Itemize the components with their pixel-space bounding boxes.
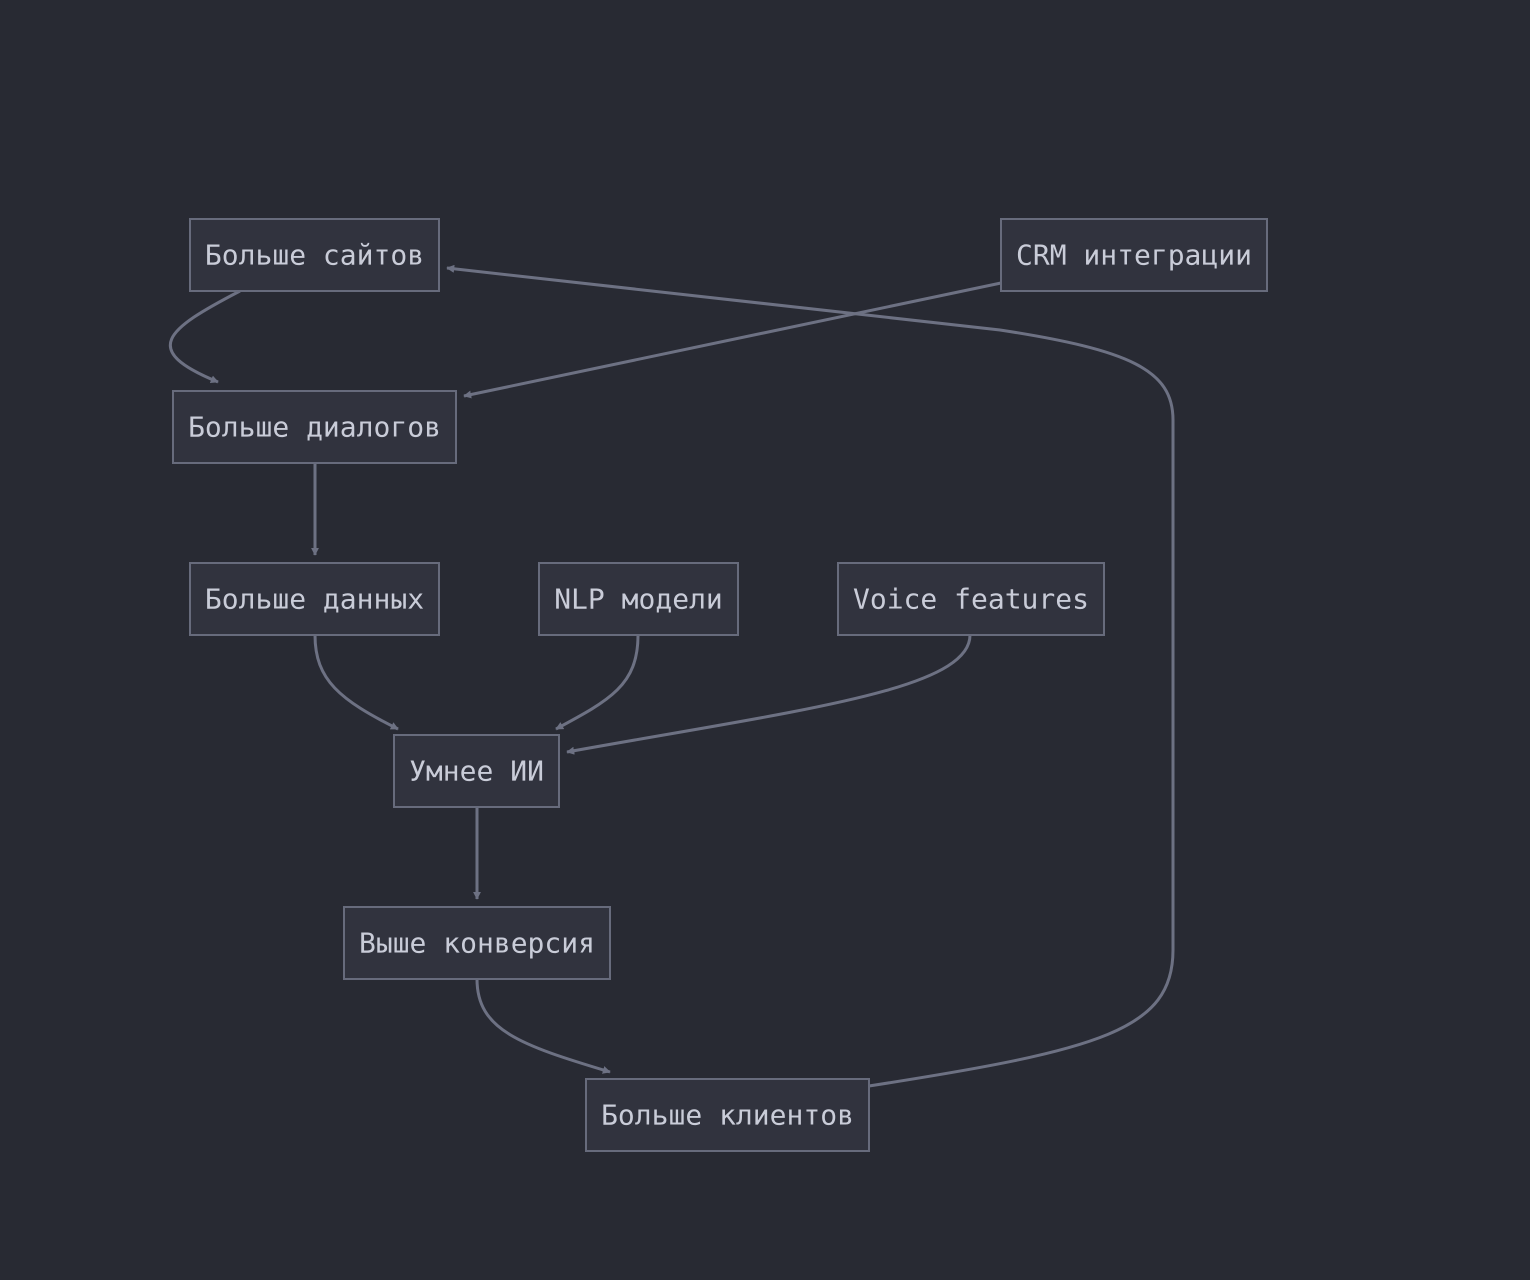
edge-crm-to-dialogs bbox=[463, 281, 1002, 399]
node-dialogs: Больше диалогов bbox=[172, 390, 457, 464]
node-clients: Больше клиентов bbox=[585, 1078, 870, 1152]
node-data-label: Больше данных bbox=[205, 583, 424, 616]
node-conversion-label: Выше конверсия bbox=[359, 927, 595, 960]
node-nlp-label: NLP модели bbox=[554, 583, 723, 616]
node-data: Больше данных bbox=[189, 562, 440, 636]
node-voice: Voice features bbox=[837, 562, 1105, 636]
edge-data-to-ai bbox=[313, 634, 399, 731]
node-crm-label: CRM интеграции bbox=[1016, 239, 1252, 272]
node-sites-label: Больше сайтов bbox=[205, 239, 424, 272]
node-dialogs-label: Больше диалогов bbox=[188, 411, 441, 444]
node-ai: Умнее ИИ bbox=[393, 734, 560, 808]
edges bbox=[168, 264, 1175, 1088]
node-conversion: Выше конверсия bbox=[343, 906, 611, 980]
node-clients-label: Больше клиентов bbox=[601, 1099, 854, 1132]
edge-nlp-to-ai bbox=[555, 634, 640, 731]
edge-voice-to-ai bbox=[566, 634, 972, 755]
edge-clients-to-sites bbox=[446, 264, 1175, 1088]
node-crm: CRM интеграции bbox=[1000, 218, 1268, 292]
node-nlp: NLP модели bbox=[538, 562, 739, 636]
edge-conversion-to-clients bbox=[475, 978, 611, 1074]
edge-sites-to-dialogs bbox=[168, 289, 241, 384]
node-voice-label: Voice features bbox=[853, 583, 1089, 616]
node-ai-label: Умнее ИИ bbox=[409, 755, 544, 788]
node-sites: Больше сайтов bbox=[189, 218, 440, 292]
